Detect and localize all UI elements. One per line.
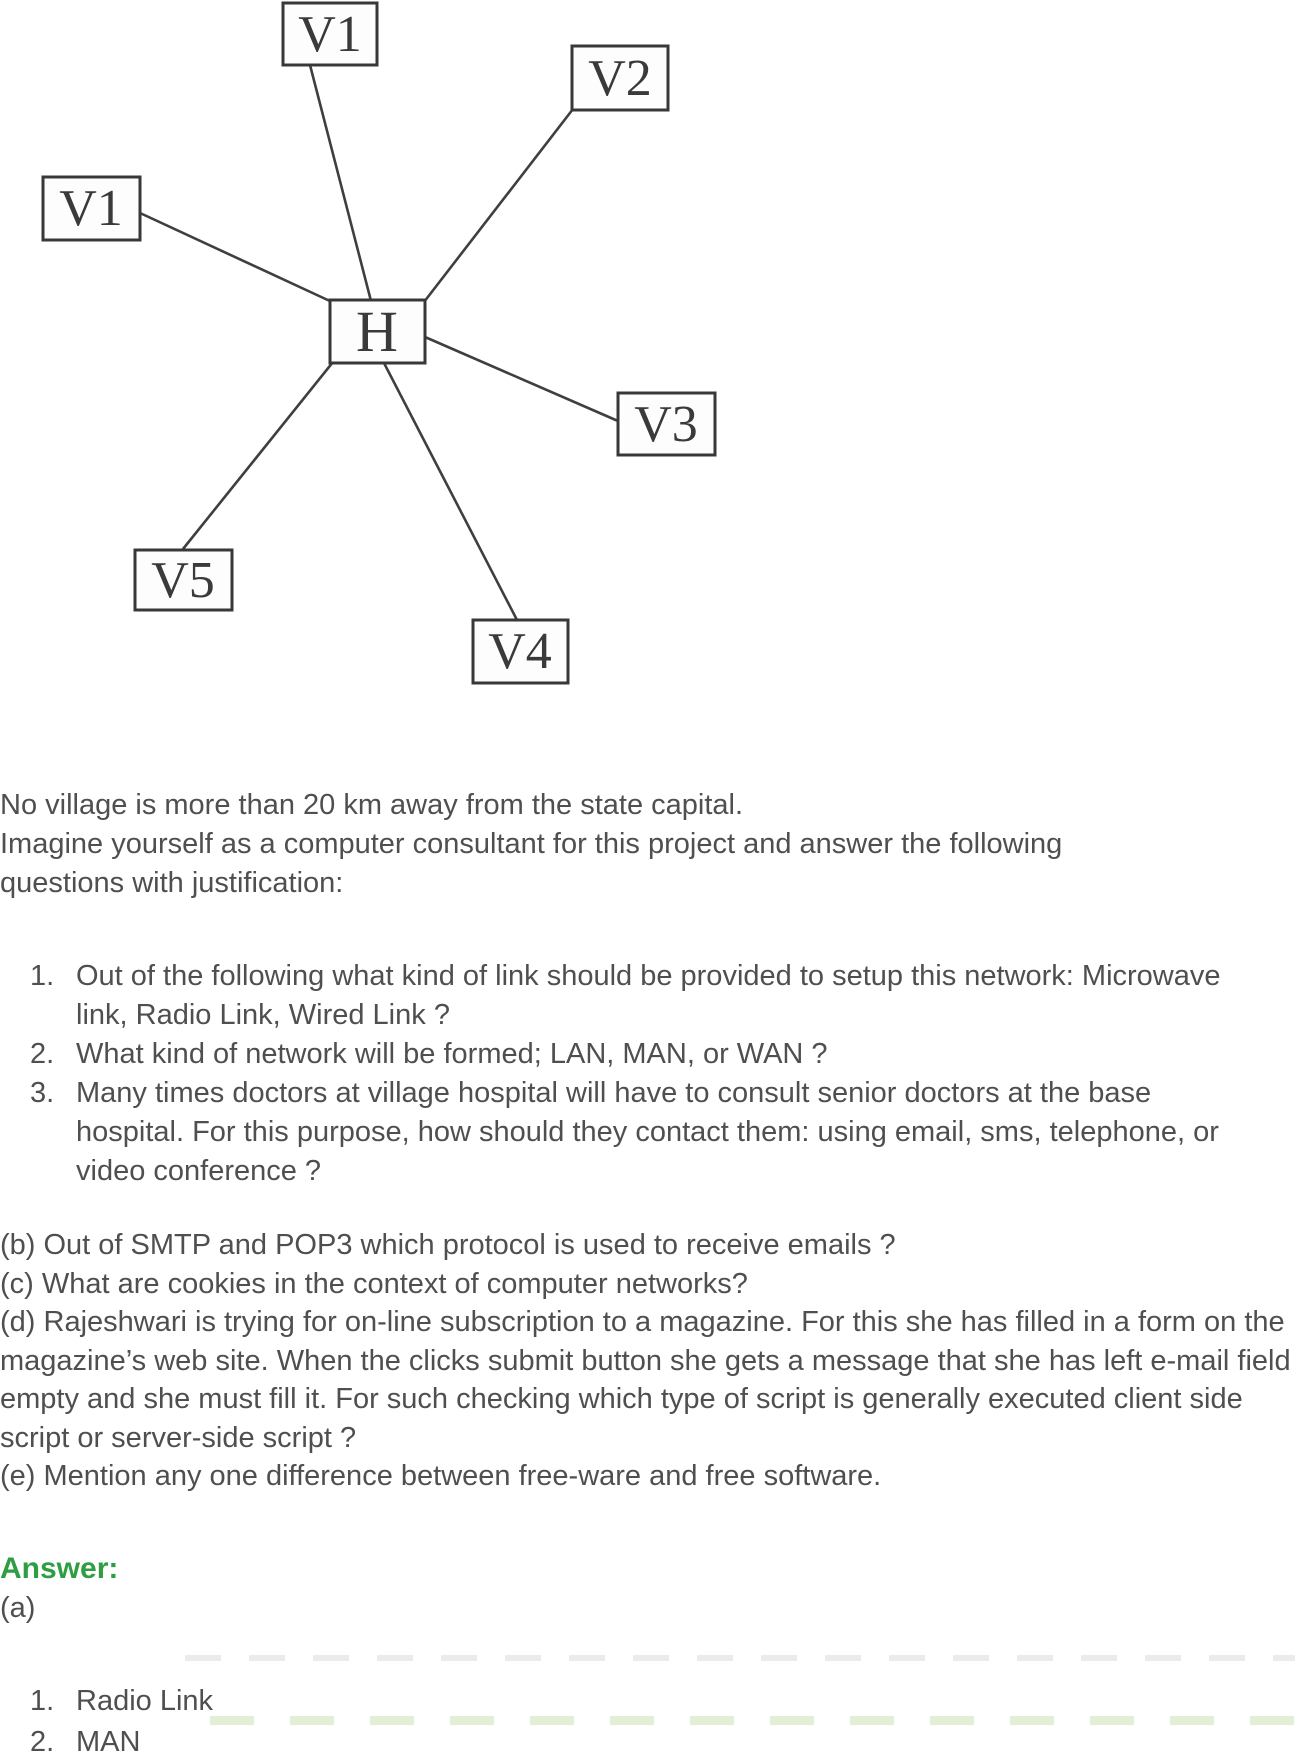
node-v1-left-label: V1 [59,180,123,237]
node-v2: V2 [570,44,670,112]
edge-h-v4 [382,362,519,621]
sub-question-c: (c) What are cookies in the context of c… [0,1267,748,1300]
sub-question-d: (d) Rajeshwari is trying for on-line sub… [0,1306,1291,1454]
sub-question-block: (b) Out of SMTP and POP3 which protocol … [0,1226,1298,1496]
node-v4-box [471,618,570,685]
node-v5-label: V5 [151,552,215,609]
node-h-label: H [356,299,398,364]
node-v2-box [570,44,670,112]
answer-heading: Answer: [0,1552,119,1585]
answer-item-1: 1. Radio Link [0,1681,900,1722]
sub-question-b: (b) Out of SMTP and POP3 which protocol … [0,1229,896,1261]
question-text: Out of the following what kind of link s… [76,960,1221,1031]
scan-artifact-dashed-line [185,1655,1295,1661]
question-number: 3. [30,1077,55,1109]
node-v4: V4 [471,618,570,685]
node-v3-box [616,391,717,457]
answer-item-2: 2. MAN [0,1722,900,1763]
intro-line-2: Imagine yourself as a computer consultan… [0,828,1063,860]
sub-question-e: (e) Mention any one difference between f… [0,1460,882,1492]
edge-h-v5 [181,361,335,550]
node-h-box [328,298,427,365]
answer-number: 2. [30,1726,55,1758]
node-v1-left-box [41,175,142,242]
edge-h-v2 [422,108,575,303]
answer-part-label: (a) [0,1592,36,1624]
node-v5: V5 [133,548,234,612]
question-item-2: 2. What kind of network will be formed; … [0,1035,1280,1074]
scan-artifact-dashed-line-green [210,1716,1298,1725]
node-v1-top-label: V1 [298,6,362,63]
network-diagram: V1 V2 V1 H V3 V5 V4 [41,1,717,685]
question-text: What kind of network will be formed; LAN… [76,1038,828,1070]
edge-h-v1-left [139,211,333,304]
question-text: Many times doctors at village hospital w… [76,1077,1219,1187]
question-list: 1. Out of the following what kind of lin… [0,957,1280,1191]
edge-h-v3 [424,335,619,423]
node-h-hub: H [328,298,427,365]
node-v4-label: V4 [488,623,552,680]
node-v1-left: V1 [41,175,142,242]
question-number: 1. [30,960,55,992]
node-v3-label: V3 [634,396,698,453]
answer-list: 1. Radio Link 2. MAN [0,1681,900,1763]
intro-line-1: No village is more than 20 km away from … [0,789,744,821]
answer-text: Radio Link [76,1685,214,1717]
intro-paragraph: No village is more than 20 km away from … [0,786,1298,903]
question-item-1: 1. Out of the following what kind of lin… [0,957,1280,1035]
node-v1-top-box [281,1,379,67]
intro-line-3: questions with justification: [0,867,344,899]
question-item-3: 3. Many times doctors at village hospita… [0,1074,1280,1191]
node-v5-box [133,548,234,612]
answer-number: 1. [30,1685,55,1717]
node-v3: V3 [616,391,717,457]
answer-text: MAN [76,1726,141,1758]
node-v1-top: V1 [281,1,379,67]
edge-h-v1-top [308,64,373,302]
question-number: 2. [30,1038,55,1070]
node-v2-label: V2 [588,50,652,107]
